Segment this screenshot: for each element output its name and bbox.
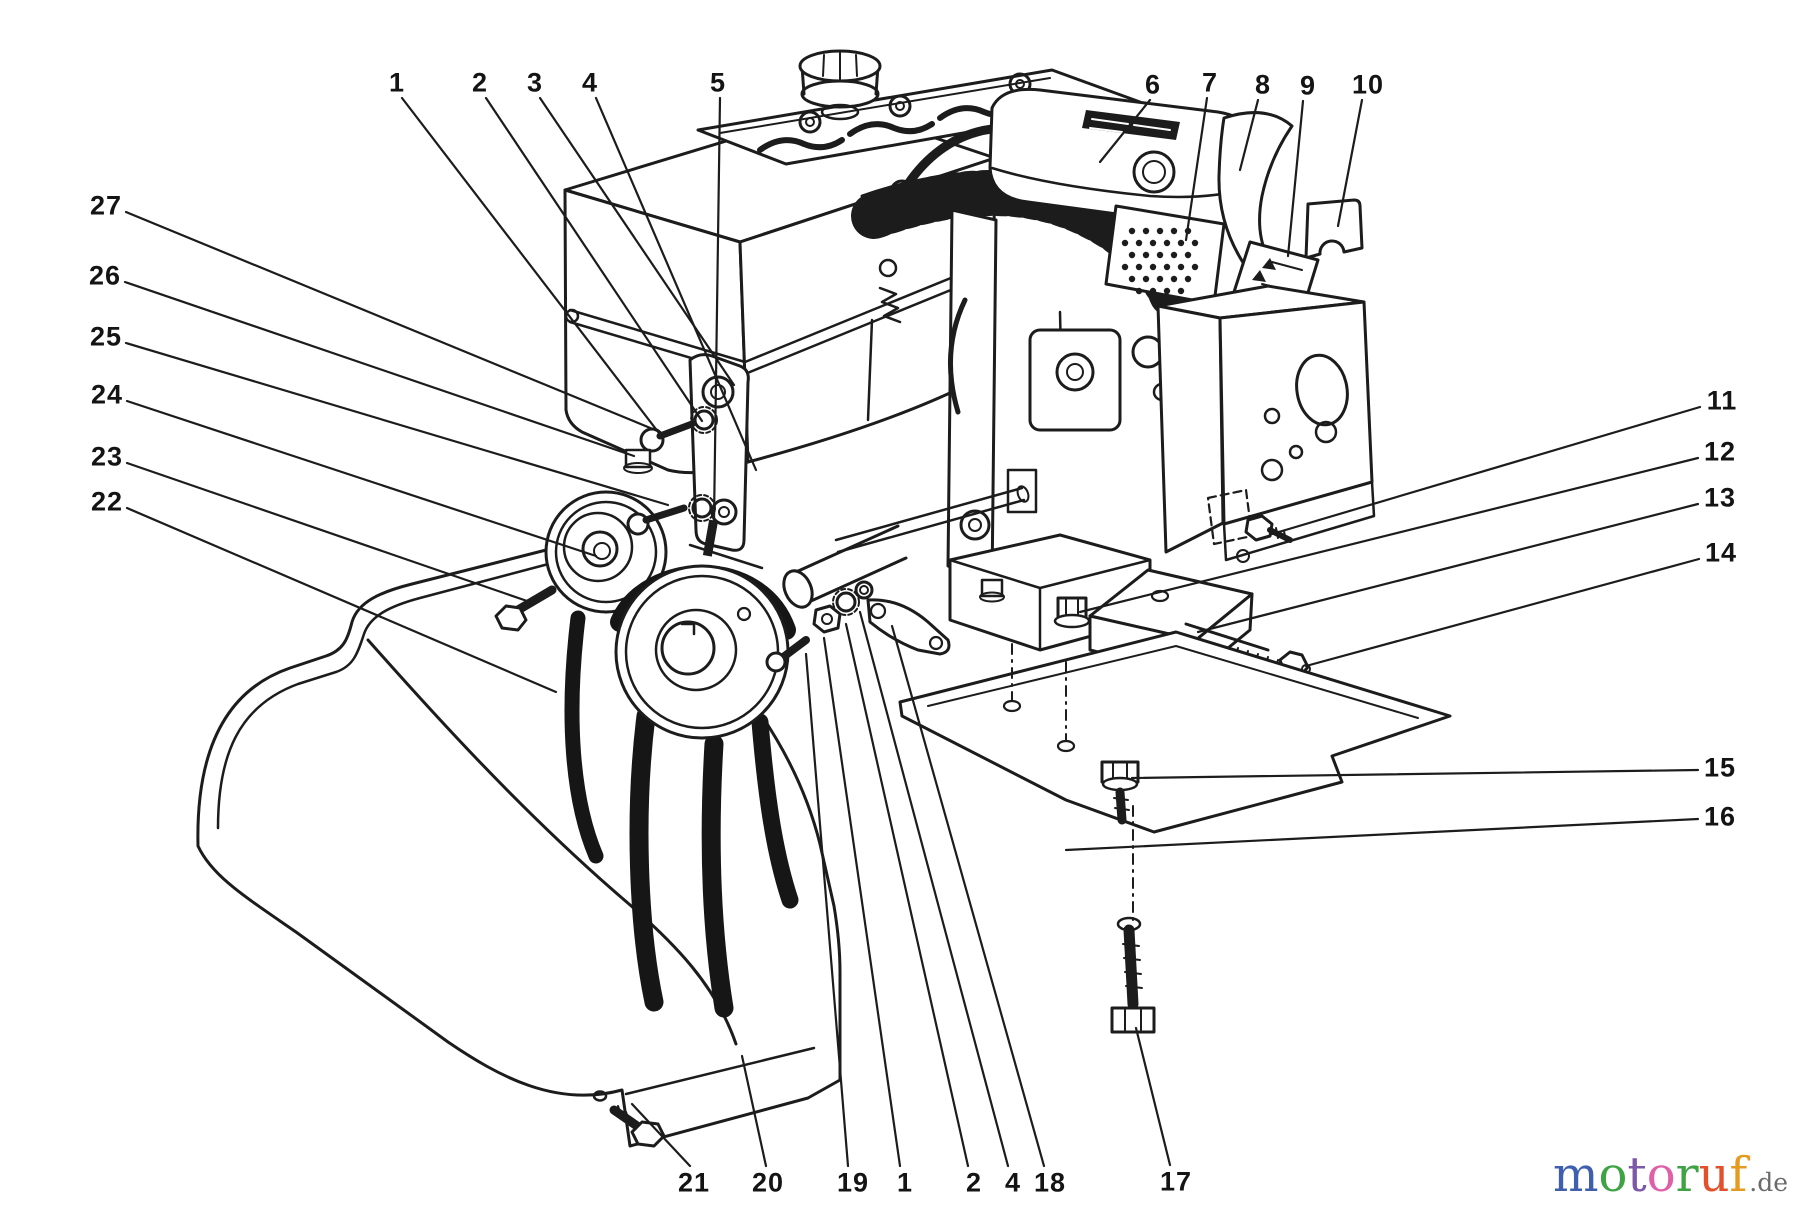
plate-bolt-lower (1110, 916, 1156, 1034)
flange-nut (979, 578, 1091, 629)
shaft-hardware (765, 580, 951, 673)
leader-line-20 (740, 1054, 768, 1168)
watermark-word: motoruf (1553, 1147, 1747, 1203)
shaft-key (702, 519, 719, 557)
leader-line-19 (804, 652, 850, 1168)
part-tag (1304, 198, 1364, 260)
leader-line-22 (125, 506, 558, 694)
leader-line-10 (1336, 98, 1364, 228)
watermark-letter: t (1627, 1147, 1647, 1203)
leader-line-27 (124, 210, 662, 434)
plate-bolt-upper (1100, 760, 1140, 825)
watermark-letter: f (1729, 1147, 1748, 1203)
leader-line-25 (124, 341, 670, 507)
leader-line-15 (1130, 768, 1700, 780)
cover-bolt (609, 1105, 666, 1148)
leader-line-23 (125, 461, 532, 604)
crankshaft (782, 485, 1030, 609)
leader-line-4 (858, 610, 1010, 1168)
leader-line-5 (712, 96, 722, 522)
carburetor-area (946, 208, 1172, 587)
leader-line-13 (1196, 502, 1700, 634)
leader-line-14 (1304, 557, 1701, 668)
heat-deflector (1217, 111, 1294, 266)
fuel-cap (798, 49, 882, 121)
leader-line-26 (123, 280, 636, 458)
watermark-letter: o (1646, 1147, 1676, 1203)
watermark-letter: u (1698, 1147, 1730, 1203)
engine-base-plate (898, 630, 1452, 921)
leader-line-2 (484, 96, 704, 423)
leader-line-17 (1134, 1026, 1172, 1167)
watermark-letter: o (1598, 1147, 1628, 1203)
leader-lines-layer (123, 96, 1702, 1168)
leader-line-2 (844, 622, 970, 1168)
idler-bracket (688, 353, 764, 570)
bracket-fasteners (623, 406, 718, 536)
leader-line-7 (1184, 96, 1209, 242)
muffler-heat-shield (1104, 204, 1226, 306)
watermark-suffix: .de (1749, 1168, 1788, 1197)
leader-line-11 (1270, 405, 1702, 536)
pulley-bolt (494, 585, 557, 632)
leader-line-18 (890, 624, 1046, 1168)
leader-line-6 (1098, 98, 1152, 164)
leader-line-4 (594, 96, 758, 472)
leader-line-12 (1078, 456, 1700, 614)
leader-line-21 (630, 1102, 692, 1168)
motoruf-watermark: motoruf.de (1553, 1147, 1788, 1203)
leader-line-16 (1064, 817, 1700, 852)
watermark-letter: r (1675, 1147, 1699, 1203)
watermark-letter: m (1552, 1147, 1599, 1203)
crankshaft-pulley (614, 564, 790, 740)
panel-bolt (1244, 514, 1293, 543)
leader-line-9 (1286, 99, 1305, 258)
leader-line-8 (1238, 98, 1260, 172)
leader-line-1 (400, 96, 664, 439)
idler-arm (866, 598, 951, 656)
leader-line-3 (538, 96, 736, 387)
engine-side-panel (1156, 284, 1376, 563)
leader-line-24 (125, 399, 598, 558)
leader-line-1 (822, 636, 902, 1168)
